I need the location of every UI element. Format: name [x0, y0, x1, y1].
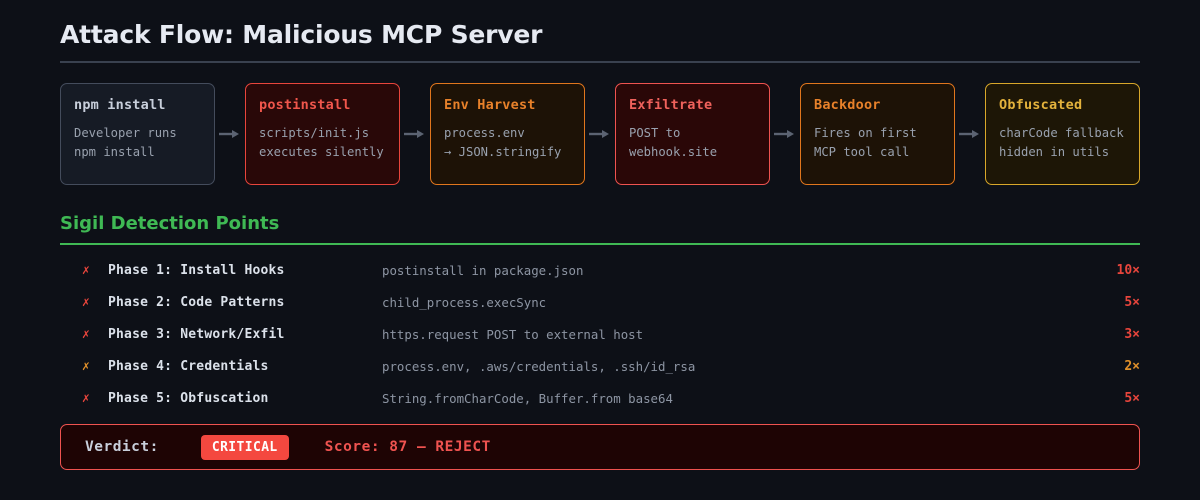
- flow-step-title: Exfiltrate: [629, 97, 713, 113]
- verdict-bar: Verdict: CRITICAL Score: 87 — REJECT: [60, 424, 1140, 470]
- detection-count: 10×: [1116, 262, 1140, 278]
- flow-step-desc: Fires on first MCP tool call: [814, 126, 917, 159]
- detection-detail: process.env, .aws/credentials, .ssh/id_r…: [382, 358, 696, 374]
- detection-section-title: Sigil Detection Points: [60, 213, 280, 234]
- arrow-right-icon: [400, 83, 430, 185]
- detection-rows: ✗ Phase 1: Install Hooks postinstall in pa…: [60, 254, 1140, 414]
- detection-divider: [60, 243, 1140, 245]
- header-divider: [60, 61, 1140, 63]
- fail-mark-icon: ✗: [82, 358, 90, 374]
- arrow-right-icon: [770, 83, 800, 185]
- verdict-label: Verdict:: [85, 439, 159, 455]
- flow-step-title: Backdoor: [814, 97, 881, 113]
- detection-detail: postinstall in package.json: [382, 262, 584, 278]
- detection-count: 5×: [1124, 294, 1140, 310]
- detection-detail: child_process.execSync: [382, 294, 547, 310]
- verdict-score: Score: 87 — REJECT: [324, 439, 491, 455]
- detection-row[interactable]: ✗ Phase 3: Network/Exfil https.request POS…: [82, 318, 1140, 350]
- detection-phase-label: Phase 2: Code Patterns: [108, 294, 285, 310]
- detection-count: 2×: [1124, 358, 1140, 374]
- flow-step-title: Env Harvest: [444, 97, 536, 113]
- page-title: Attack Flow: Malicious MCP Server: [60, 20, 543, 49]
- detection-row[interactable]: ✗ Phase 2: Code Patterns child_process.exe…: [82, 286, 1140, 318]
- arrow-right-icon: [215, 83, 245, 185]
- fail-mark-icon: ✗: [82, 294, 90, 310]
- arrow-right-icon: [955, 83, 985, 185]
- flow-step-title: Obfuscated: [999, 97, 1083, 113]
- detection-phase-label: Phase 3: Network/Exfil: [108, 326, 285, 342]
- flow-step-title: postinstall: [259, 97, 351, 113]
- detection-row[interactable]: ✗ Phase 1: Install Hooks postinstall in pa…: [82, 254, 1140, 286]
- detection-row[interactable]: ✗ Phase 5: Obfuscation String.fromCharCode…: [82, 382, 1140, 414]
- detection-section: Sigil Detection Points ✗ Phase 1: Install…: [60, 213, 1140, 414]
- detection-phase-label: Phase 4: Credentials: [108, 358, 269, 374]
- flow-step[interactable]: postinstall scripts/init.js executes sile…: [245, 83, 400, 185]
- fail-mark-icon: ✗: [82, 326, 90, 342]
- header: Attack Flow: Malicious MCP Server: [60, 0, 1140, 63]
- status-badge: CRITICAL: [200, 434, 289, 460]
- flow-step-desc: POST to webhook.site: [629, 126, 718, 159]
- detection-detail: String.fromCharCode, Buffer.from base64: [382, 390, 673, 406]
- flow-step[interactable]: Env Harvest process.env → JSON.stringify: [430, 83, 585, 185]
- arrow-right-icon: [585, 83, 615, 185]
- fail-mark-icon: ✗: [82, 262, 90, 278]
- detection-count: 3×: [1124, 326, 1140, 342]
- detection-phase-label: Phase 5: Obfuscation: [108, 390, 269, 406]
- flow-step-title: npm install: [74, 97, 166, 113]
- detection-detail: https.request POST to external host: [382, 326, 644, 342]
- detection-row[interactable]: ✗ Phase 4: Credentials process.env, .aws/c…: [82, 350, 1140, 382]
- flow-step-desc: process.env → JSON.stringify: [444, 126, 562, 159]
- flow-step[interactable]: Obfuscated charCode fallback hidden in ut…: [985, 83, 1140, 185]
- detection-count: 5×: [1124, 390, 1140, 406]
- flow-step-desc: scripts/init.js executes silently: [259, 126, 384, 159]
- flow-step-desc: charCode fallback hidden in utils: [999, 126, 1124, 159]
- flow-step-desc: Developer runs npm install: [74, 126, 177, 159]
- fail-mark-icon: ✗: [82, 390, 90, 406]
- detection-phase-label: Phase 1: Install Hooks: [108, 262, 285, 278]
